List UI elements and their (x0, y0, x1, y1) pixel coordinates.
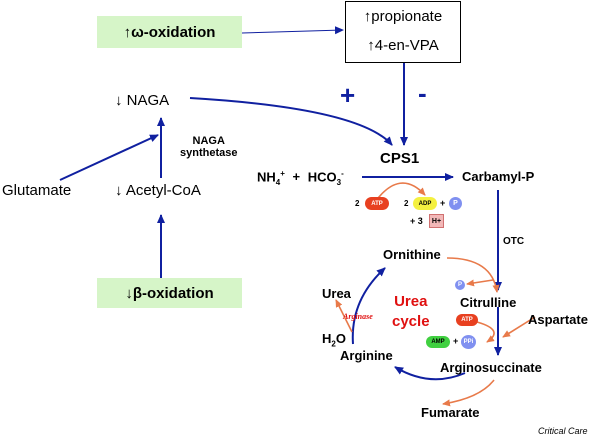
atp-coefficient: 2 (355, 199, 360, 208)
water-label: H2O (322, 331, 346, 349)
citrulline-label: Citrulline (460, 295, 517, 310)
arginine-label: Arginine (340, 348, 393, 363)
naga-to-cps1-arrow (189, 97, 393, 146)
amp-plus: + (453, 336, 459, 346)
arginase-urea-orange-arrow (335, 299, 353, 333)
atp-to-amp-orange-arrow (476, 321, 495, 343)
otc-label: OTC (503, 236, 525, 247)
arginase-label: Arginase (343, 312, 373, 321)
substrates-label: NH4+ + HCO3- (257, 169, 344, 187)
ornithine-label: Ornithine (383, 247, 441, 262)
propionate-label: ↑propionate (363, 8, 443, 25)
en-vpa-label: ↑4-en-VPA (367, 37, 439, 54)
citrulline-p-release-arrow (466, 279, 494, 287)
atp-badge-2: ATP (456, 314, 478, 326)
acetyl-coa-label: ↓ Acetyl-CoA (115, 182, 201, 199)
fumarate-orange-arrow (442, 379, 495, 407)
ppi-badge: PPi (461, 335, 476, 349)
glutamate-to-naga-arrow (59, 134, 159, 181)
urea-label: Urea (322, 286, 351, 301)
argininosuccinate-to-arginine-arrow (394, 366, 466, 381)
arginine-to-ornithine-arrow (351, 267, 386, 345)
atp-to-adp-orange-arrow (374, 182, 426, 203)
naga-synthetase-label: NAGA synthetase (180, 135, 238, 159)
urea-cycle-title: Urea cycle (392, 293, 430, 330)
omega-oxidation-label: ↑ω-oxidation (123, 23, 216, 41)
inhibition-minus-sign: - (418, 78, 427, 108)
fumarate-label: Fumarate (421, 405, 480, 420)
activation-plus-sign: + (340, 80, 356, 110)
proton-coefficient: + 3 (410, 216, 423, 226)
ornithine-to-citrulline-orange-arrow (446, 257, 500, 293)
adp-coefficient: 2 (404, 199, 409, 208)
cps1-label: CPS1 (380, 150, 420, 167)
glutamate-label: Glutamate (2, 182, 72, 199)
carbamyl-p-label: Carbamyl-P (462, 169, 535, 184)
naga-label: ↓ NAGA (115, 92, 170, 109)
omega-to-propionate-arrow (241, 26, 344, 35)
beta-oxidation-box: ↓β-oxidation (97, 278, 242, 308)
adp-badge: ADP (413, 197, 437, 210)
amp-badge: AMP (426, 336, 450, 348)
source-credit: Critical Care (538, 426, 588, 436)
argininosuccinate-label: Arginosuccinate (440, 360, 542, 375)
atp-badge: ATP (365, 197, 389, 210)
omega-oxidation-box: ↑ω-oxidation (97, 16, 242, 48)
adp-plus: + (440, 198, 446, 208)
aspartate-orange-arrow (502, 316, 536, 338)
proton-badge: H+ (429, 214, 444, 228)
aspartate-label: Aspartate (528, 312, 588, 327)
beta-oxidation-label: ↓β-oxidation (125, 284, 214, 302)
citrulline-phosphate-badge: P (455, 280, 465, 290)
propionate-box: ↑propionate ↑4-en-VPA (345, 1, 461, 63)
phosphate-badge: P (449, 197, 462, 210)
